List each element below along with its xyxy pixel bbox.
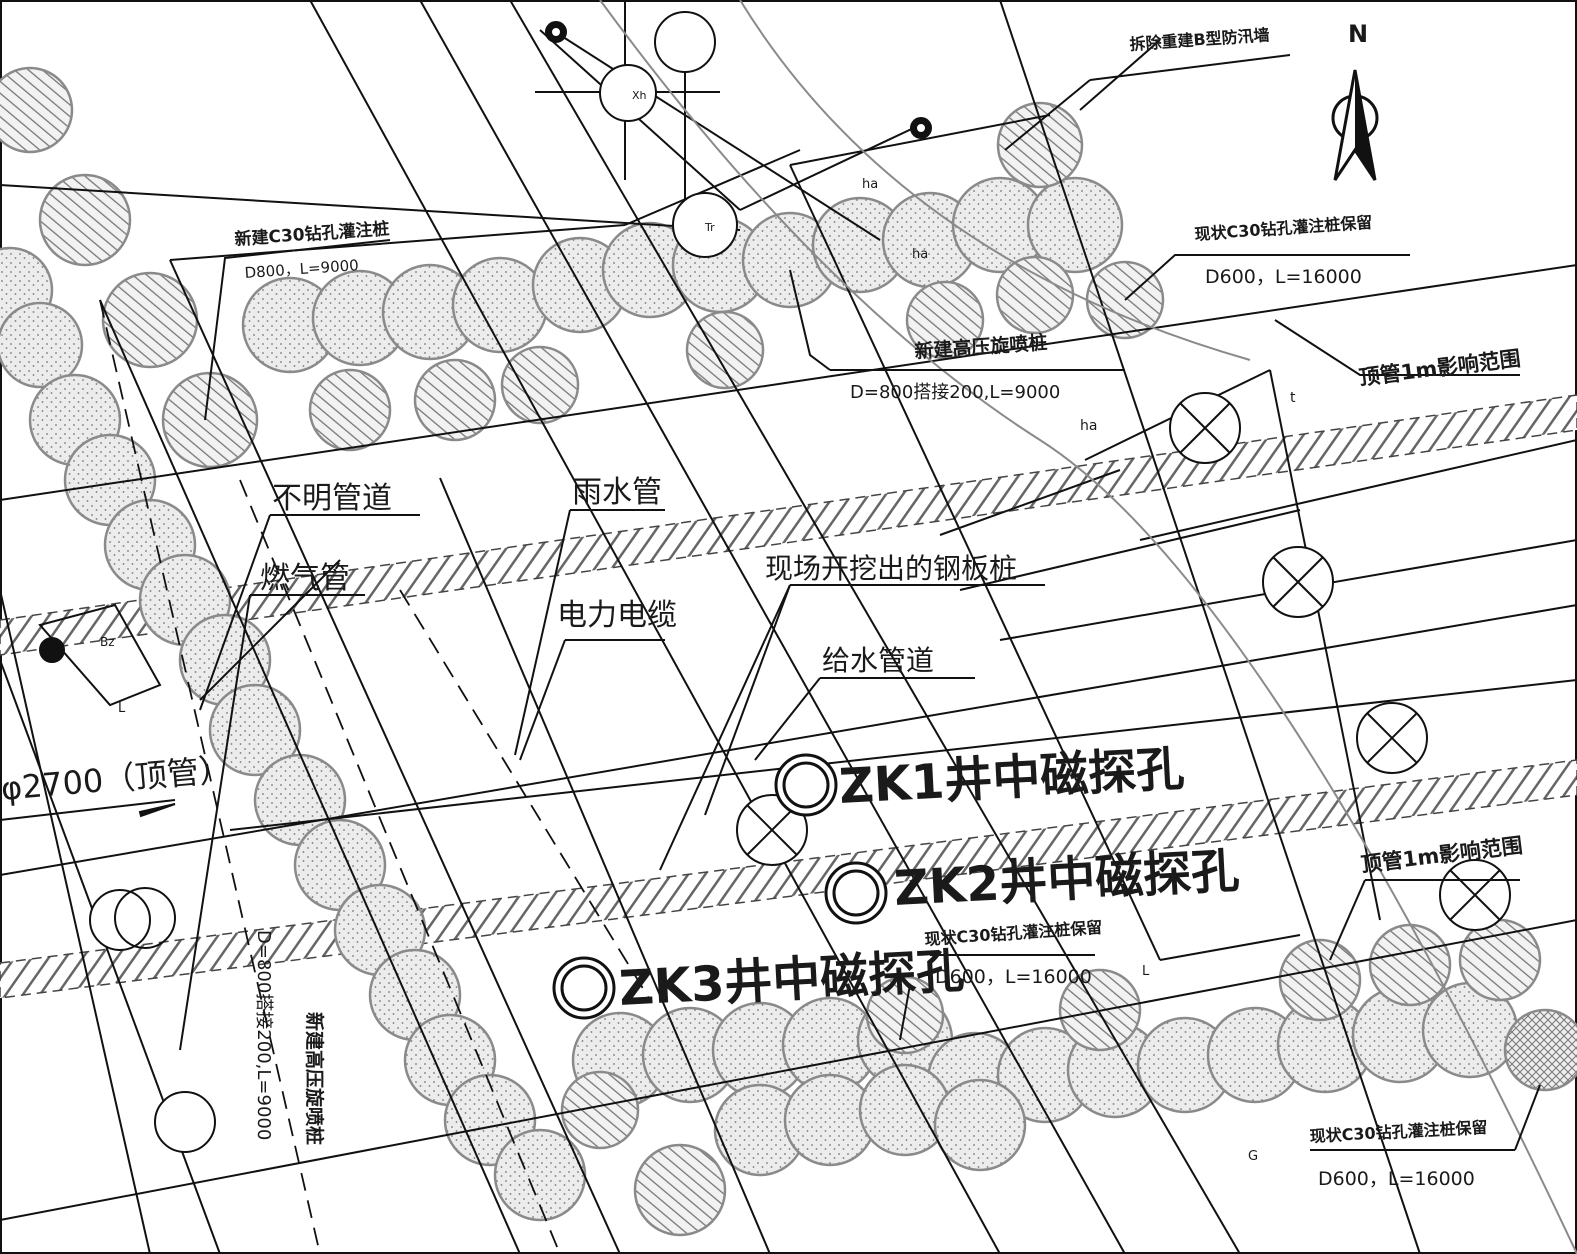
rain-pipe-label: 雨水管 <box>572 475 662 510</box>
north-arrow <box>1331 69 1379 181</box>
exist-pile-top-label: 现状C30钻孔灌注桩保留 <box>1194 213 1373 244</box>
manhole-symbols <box>38 11 1511 1153</box>
boreholes <box>552 753 888 1020</box>
jet-pile-vertical-label: 新建高压旋喷桩 <box>303 1012 326 1145</box>
zk3-marker <box>552 956 616 1020</box>
zk1-label: ZK1井中磁探孔 <box>838 741 1186 815</box>
mark-xh: Xh <box>632 89 647 102</box>
mark-ha-1: ha <box>862 177 878 192</box>
gray-lines <box>599 0 1577 1254</box>
exist-pile-mid-spec: D600，L=16000 <box>935 966 1092 988</box>
exist-pile-bot-label: 现状C30钻孔灌注桩保留 <box>1309 1118 1488 1146</box>
mark-g: G <box>1248 1149 1258 1164</box>
water-pipe-label: 给水管道 <box>822 644 934 677</box>
dashed-pipes <box>99 299 651 1254</box>
pile-circles <box>0 66 1577 1237</box>
zk2-marker <box>824 861 888 925</box>
jacking-pipe-label: φ2700（顶管） <box>0 750 232 808</box>
power-cable-label: 电力电缆 <box>557 598 677 633</box>
demolish-wall-label: 拆除重建B型防汛墙 <box>1129 25 1270 54</box>
zk1-marker <box>774 753 838 817</box>
jet-pile-vertical-spec: D=800搭接200,L=9000 <box>253 930 274 1140</box>
leader-lines <box>0 54 1541 1151</box>
mark-l-1: L <box>118 701 126 716</box>
manhole-xh <box>599 64 657 122</box>
gas-pipe-label: 燃气管 <box>260 561 350 596</box>
north-label: N <box>1348 20 1368 48</box>
sheet-pile-label: 现场开挖出的钢板桩 <box>765 552 1017 585</box>
exist-pile-mid-label: 现状C30钻孔灌注桩保留 <box>924 918 1103 949</box>
unknown-pipe-label: 不明管道 <box>272 481 392 516</box>
mark-ha-2: ha <box>912 247 928 262</box>
mark-tr: Tr <box>704 221 715 234</box>
mark-l-2: L <box>1142 964 1150 979</box>
mark-ha-3: ha <box>1080 418 1097 434</box>
exist-pile-top-spec: D600，L=16000 <box>1205 266 1362 288</box>
mark-t: t <box>1290 390 1296 406</box>
exist-pile-bot-spec: D600，L=16000 <box>1318 1168 1475 1190</box>
jet-pile-spec: D=800搭接200,L=9000 <box>850 382 1060 403</box>
pipe-influence-top-label: 顶管1m影响范围 <box>1358 346 1522 390</box>
mark-bz: Bz <box>100 635 115 649</box>
